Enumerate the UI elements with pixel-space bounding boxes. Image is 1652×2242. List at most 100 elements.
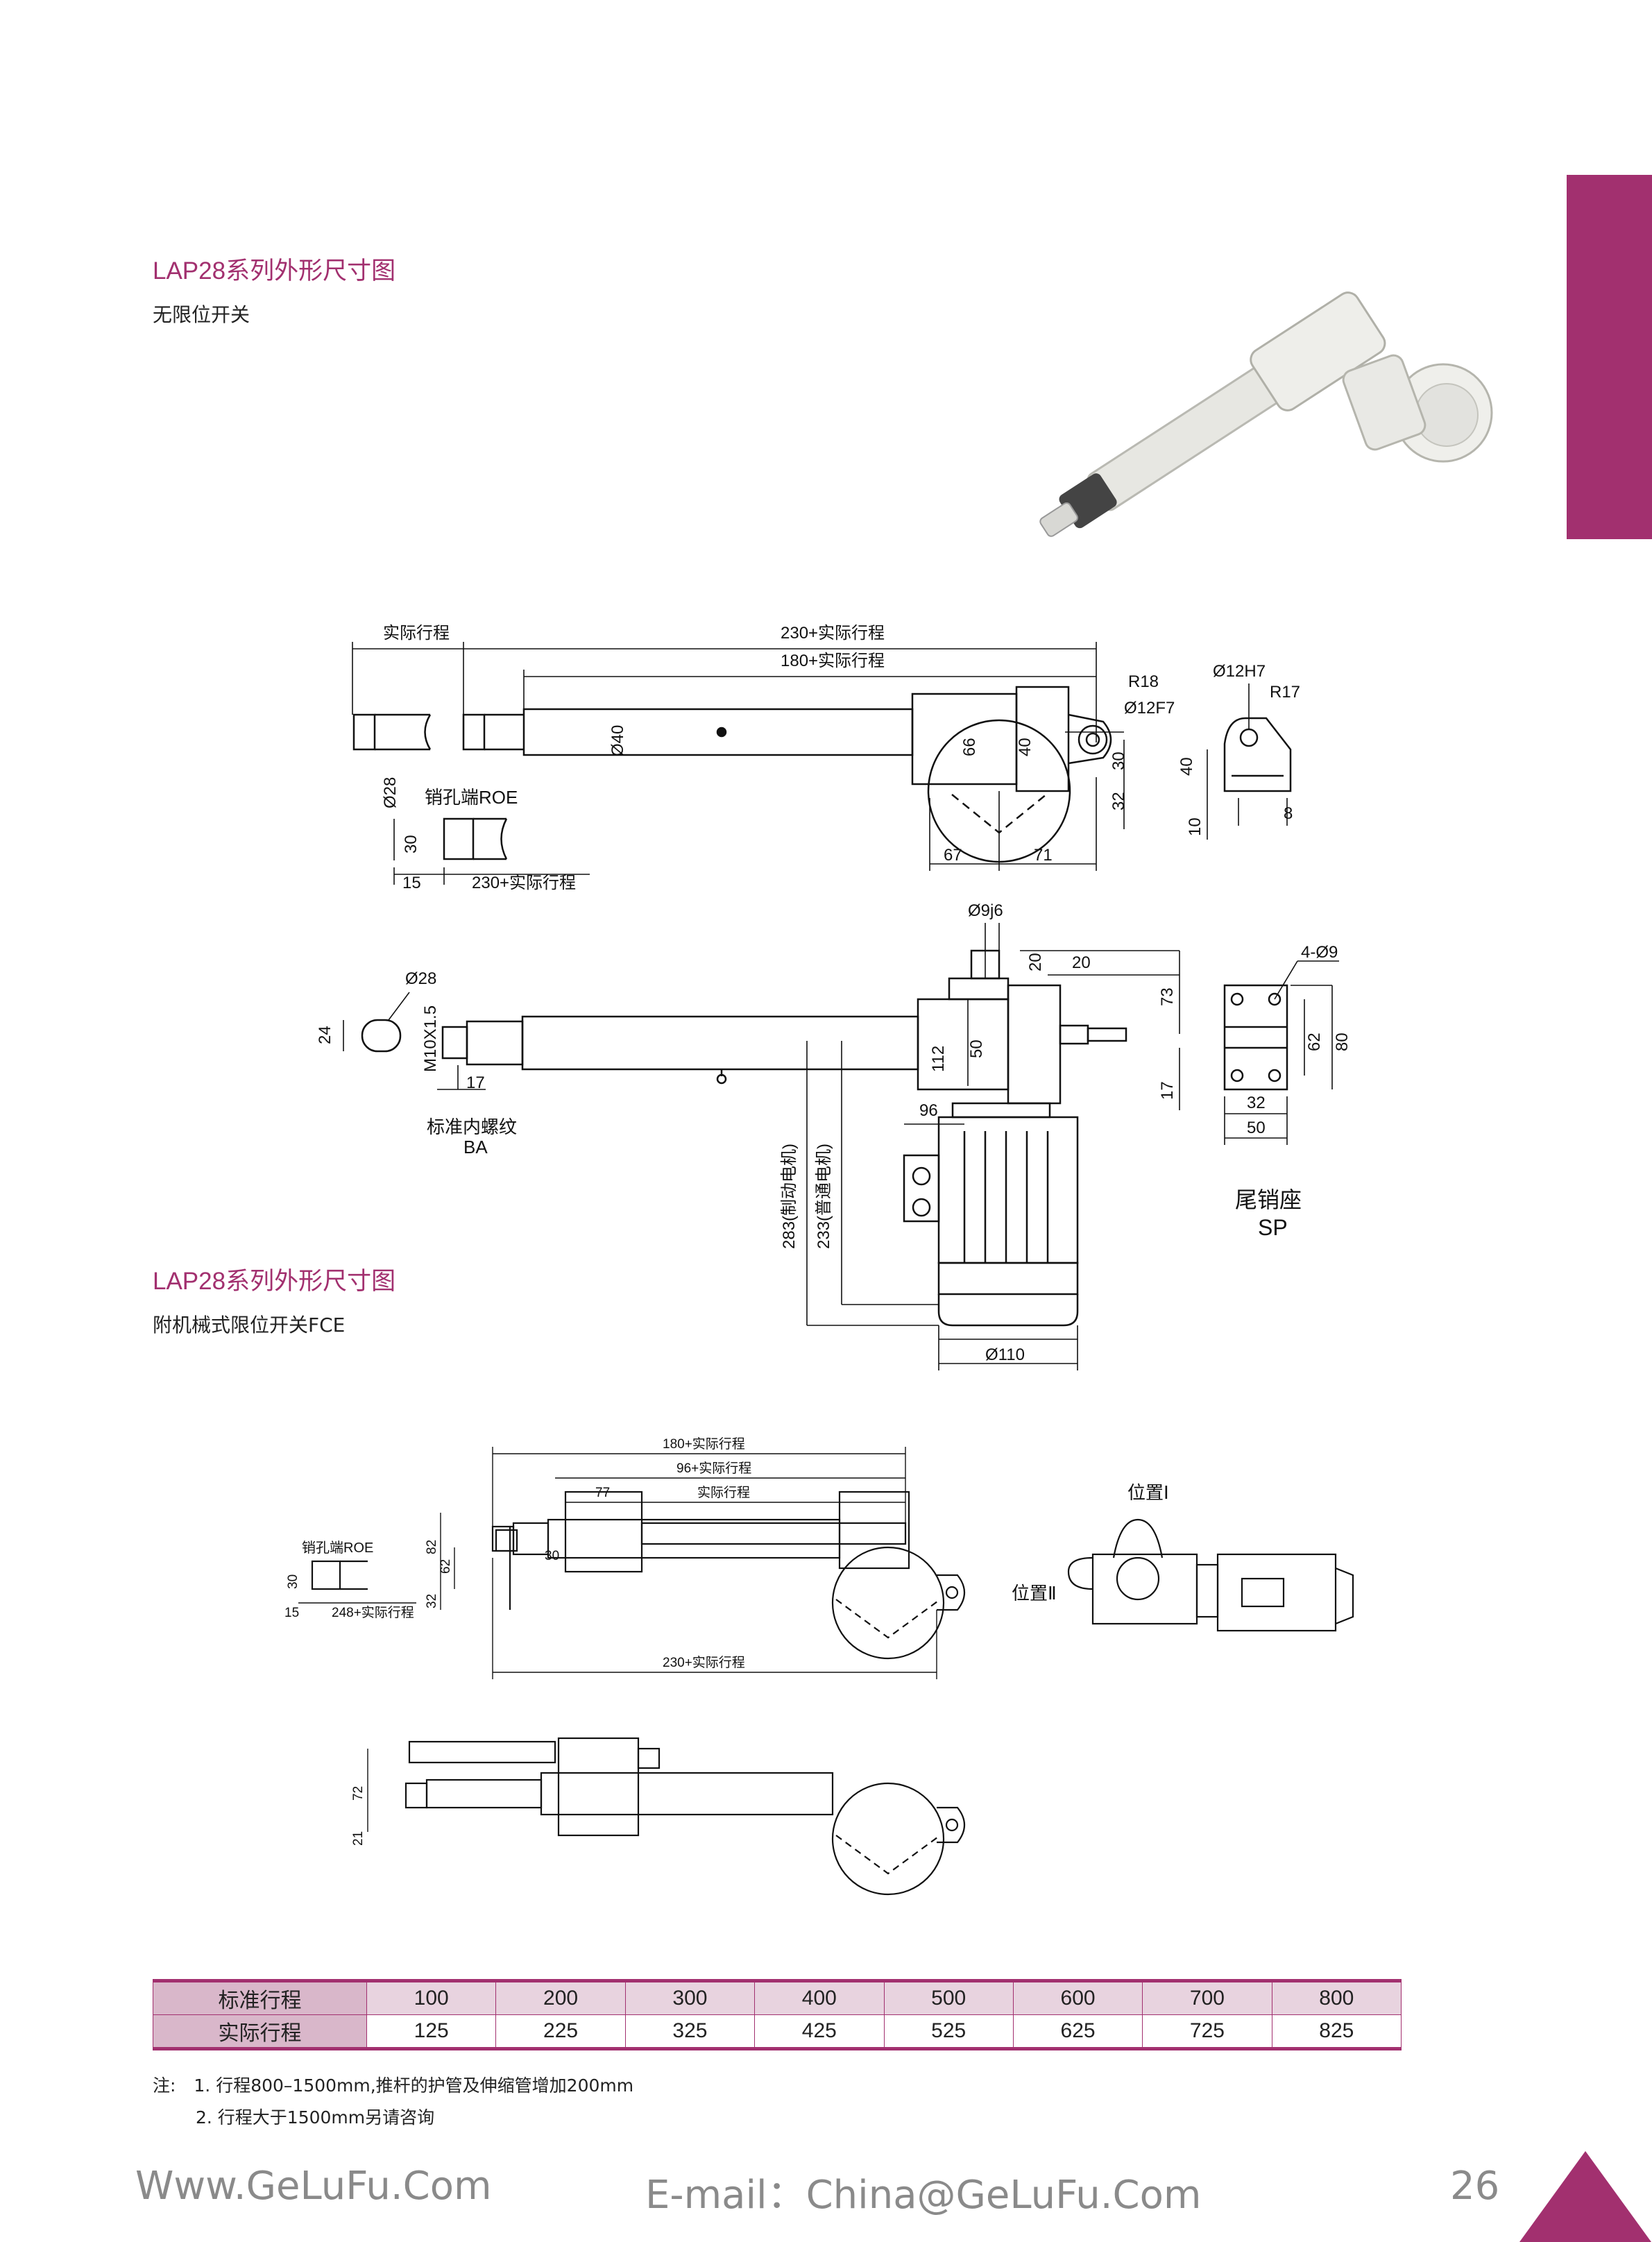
sp-62: 62: [1305, 1033, 1324, 1051]
dim-d28-2: Ø28: [405, 969, 436, 988]
dim-d12h7: Ø12H7: [1213, 662, 1266, 681]
d3-dim-82: 82: [425, 1540, 439, 1554]
table-cell: 125: [366, 2014, 497, 2050]
table-cell: 325: [624, 2014, 756, 2050]
table-cell: 525: [883, 2014, 1014, 2050]
table-cell: 200: [495, 1979, 626, 2015]
d3-dim-96: 96+实际行程: [676, 1461, 751, 1476]
sp-line2: SP: [1258, 1215, 1288, 1240]
dim-24: 24: [316, 1026, 334, 1044]
ba-line2: BA: [463, 1137, 488, 1157]
dim-50: 50: [967, 1039, 986, 1058]
table-cell: 800: [1271, 1979, 1402, 2015]
footer-website[interactable]: Www.GeLuFu.Com: [135, 2164, 492, 2209]
dim-17a: 17: [1158, 1081, 1177, 1100]
drawing2-labels: Ø9j6 20 20 73 17 Ø28 24 M10X1.5 17 112 5…: [316, 901, 1352, 1364]
section1-subtitle: 无限位开关: [153, 303, 250, 326]
dim-66: 66: [960, 738, 979, 756]
sp-32: 32: [1247, 1094, 1266, 1112]
section2-title: LAP28系列外形尺寸图: [153, 1268, 396, 1295]
table-cell: 425: [754, 2014, 885, 2050]
side-tab: [1567, 175, 1652, 539]
notes: 注: 1. 行程800–1500mm,推杆的护管及伸缩管增加200mm 2. 行…: [153, 2070, 633, 2134]
footer-email[interactable]: E-mail：China@GeLuFu.Com: [645, 2173, 1202, 2218]
table-cell: 100: [366, 1979, 497, 2015]
bracket-40: 40: [1177, 757, 1196, 776]
table-cell: 700: [1142, 1979, 1272, 2015]
drawing3-labels: 180+实际行程 96+实际行程 77 实际行程 82 62 30 32 230…: [284, 1436, 1169, 1846]
roe-label: 销孔端ROE: [425, 787, 518, 808]
table-cell: 500: [883, 1979, 1014, 2015]
table-cell: 300: [624, 1979, 756, 2015]
position-1: 位置Ⅰ: [1127, 1482, 1169, 1503]
dim-180: 180+实际行程: [781, 652, 885, 670]
dim-r18: R18: [1128, 672, 1159, 691]
drawing2-dimlines: [343, 923, 1339, 1370]
d3-roe: 销孔端ROE: [302, 1540, 373, 1556]
row-head-standard: 标准行程: [153, 1979, 367, 2015]
dim-17b: 17: [466, 1073, 485, 1092]
d3-dim-230: 230+实际行程: [663, 1655, 745, 1670]
d3-roe-30: 30: [286, 1574, 300, 1589]
d3-dim-stroke: 实际行程: [697, 1485, 750, 1500]
dim-d110: Ø110: [985, 1345, 1025, 1364]
d3-roe-15: 15: [284, 1606, 299, 1620]
table-cell: 600: [1012, 1979, 1143, 2015]
dim-d12f7: Ø12F7: [1124, 699, 1175, 717]
table-cell: 725: [1142, 2014, 1272, 2050]
dim-d9j6: Ø9j6: [968, 901, 1003, 920]
d3-dim-30: 30: [545, 1549, 559, 1563]
drawing1-geometry: [352, 686, 1292, 863]
dim-stroke: 实际行程: [383, 624, 450, 643]
ba-line1: 标准内螺纹: [427, 1116, 517, 1137]
dim-233: 233(普通电机): [815, 1144, 833, 1249]
table-row: 标准行程 100 200 300 400 500 600 700 800: [153, 1979, 1402, 2015]
dim-r17: R17: [1270, 683, 1300, 702]
section1-title: LAP28系列外形尺寸图: [153, 257, 396, 285]
sp-line1: 尾销座: [1235, 1187, 1302, 1212]
note-1: 1. 行程800–1500mm,推杆的护管及伸缩管增加200mm: [194, 2075, 634, 2096]
table-row: 实际行程 125 225 325 425 525 625 725 825: [153, 2014, 1402, 2050]
dim-283: 283(制动电机): [780, 1144, 799, 1249]
roe-230: 230+实际行程: [472, 874, 576, 892]
corner-triangle: [1519, 2151, 1651, 2242]
d3-dim-180: 180+实际行程: [663, 1436, 745, 1452]
note-2: 2. 行程大于1500mm另请咨询: [196, 2107, 435, 2128]
dim-96: 96: [919, 1101, 938, 1120]
dim-d28: Ø28: [381, 777, 400, 808]
dim-20a: 20: [1026, 953, 1045, 971]
dim-m10: M10X1.5: [421, 1005, 440, 1072]
d3-dim-62: 62: [438, 1559, 453, 1574]
dim-20b: 20: [1072, 953, 1091, 972]
dim-d40: Ø40: [608, 725, 627, 756]
dim-32: 32: [1109, 792, 1128, 810]
table-cell: 225: [495, 2014, 626, 2050]
row-head-actual: 实际行程: [153, 2014, 367, 2050]
drawing3-geometry: [311, 1491, 1354, 1896]
position-2: 位置Ⅱ: [1012, 1583, 1057, 1604]
section2-subtitle: 附机械式限位开关FCE: [153, 1314, 346, 1336]
dim-30: 30: [1109, 751, 1128, 770]
dim-73: 73: [1158, 987, 1177, 1006]
sp-50: 50: [1247, 1119, 1266, 1137]
roe-15: 15: [402, 874, 421, 892]
bracket-8: 8: [1284, 804, 1293, 823]
dim-67: 67: [944, 846, 962, 865]
technical-drawings: 实际行程 230+实际行程 180+实际行程 R18 Ø12F7 Ø12H7 R…: [284, 291, 1493, 1896]
drawing2-geometry: [361, 949, 1288, 1327]
bracket-10: 10: [1186, 817, 1204, 836]
d3-dim-72: 72: [351, 1786, 366, 1801]
table-cell: 625: [1012, 2014, 1143, 2050]
page-number: 26: [1450, 2164, 1500, 2209]
roe-30: 30: [402, 835, 420, 854]
d3-dim-21: 21: [351, 1831, 366, 1846]
sp-holes: 4-Ø9: [1301, 943, 1338, 962]
actuator-photo: [1039, 291, 1493, 537]
stroke-table: 标准行程 100 200 300 400 500 600 700 800 实际行…: [153, 1979, 1402, 2050]
sp-80: 80: [1333, 1033, 1352, 1051]
drawing3-dimlines: [298, 1447, 937, 1832]
dim-112: 112: [929, 1046, 948, 1072]
dim-40: 40: [1016, 738, 1034, 756]
notes-prefix: 注:: [153, 2075, 176, 2096]
d3-dim-32: 32: [425, 1594, 439, 1608]
